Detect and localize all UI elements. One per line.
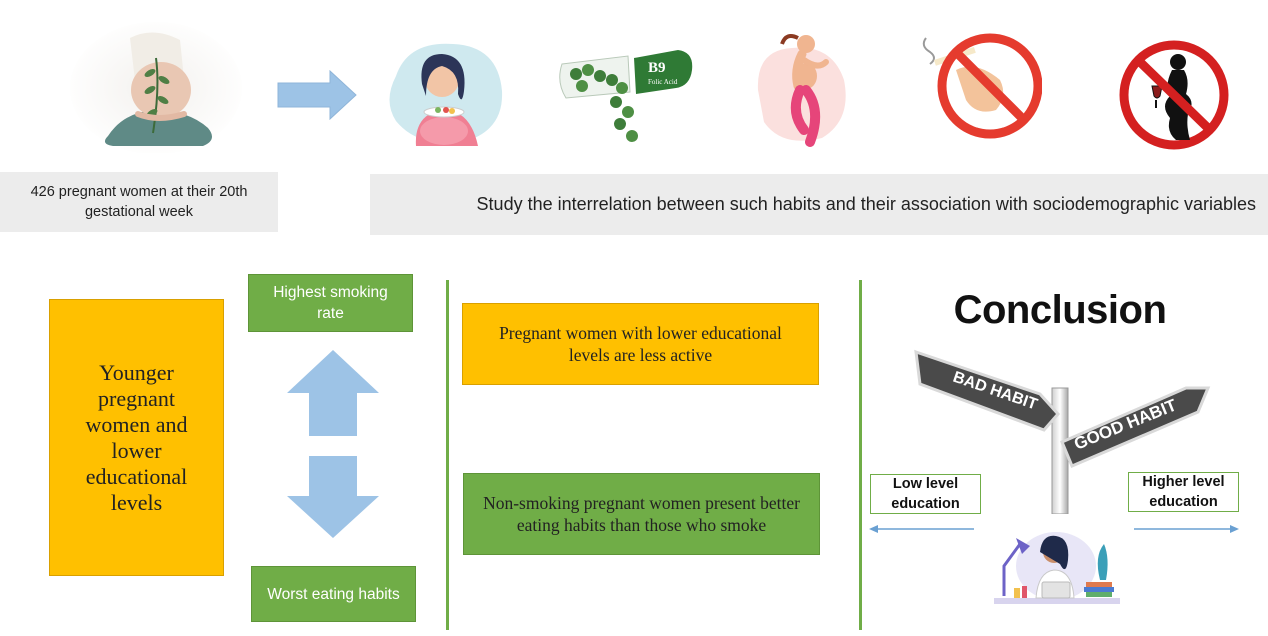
folic-acid-b9-icon: B9 Folic Acid [556, 46, 696, 146]
higher-education-box: Higher level education [1128, 472, 1239, 512]
student-studying-icon [990, 526, 1124, 606]
finding-eating-habits-text: Non-smoking pregnant women present bette… [483, 493, 800, 535]
participants-text: 426 pregnant women at their 20th gestati… [30, 184, 248, 220]
pregnant-woman-icon [68, 18, 243, 154]
finding-less-active-box: Pregnant women with lower educational le… [462, 303, 819, 385]
highest-smoking-text: Highest smoking rate [273, 284, 388, 322]
worst-eating-text: Worst eating habits [267, 585, 400, 603]
finding-eating-habits-box: Non-smoking pregnant women present bette… [463, 473, 820, 555]
low-education-box: Low level education [870, 474, 981, 514]
exercise-icon [752, 30, 852, 148]
worst-eating-box: Worst eating habits [251, 566, 416, 622]
b9-label: B9 [648, 60, 666, 76]
younger-low-education-box: Younger pregnant women and lower educati… [49, 299, 224, 576]
finding-less-active-text: Pregnant women with lower educational le… [499, 323, 782, 365]
up-arrow-icon [286, 349, 380, 437]
arrow-left-line [868, 522, 976, 536]
higher-education-text: Higher level education [1142, 474, 1225, 510]
highest-smoking-box: Highest smoking rate [248, 274, 413, 332]
conclusion-title: Conclusion [953, 288, 1167, 332]
participants-box: 426 pregnant women at their 20th gestati… [0, 172, 278, 232]
low-education-text: Low level education [891, 476, 960, 512]
no-alcohol-icon [1116, 40, 1234, 150]
right-divider [859, 280, 862, 630]
down-arrow-icon [286, 455, 380, 539]
no-smoking-icon [916, 30, 1043, 140]
folic-acid-label: Folic Acid [648, 78, 678, 86]
left-divider [446, 280, 449, 630]
eating-icon [378, 36, 506, 148]
arrow-right-icon [276, 69, 358, 121]
study-aim-box: Study the interrelation between such hab… [370, 174, 1268, 235]
study-aim-text: Study the interrelation between such hab… [476, 194, 1256, 214]
signpost-icon: BAD HABIT GOOD HABIT [912, 348, 1212, 515]
arrow-right-line [1132, 522, 1240, 536]
younger-low-education-text: Younger pregnant women and lower educati… [85, 359, 188, 515]
